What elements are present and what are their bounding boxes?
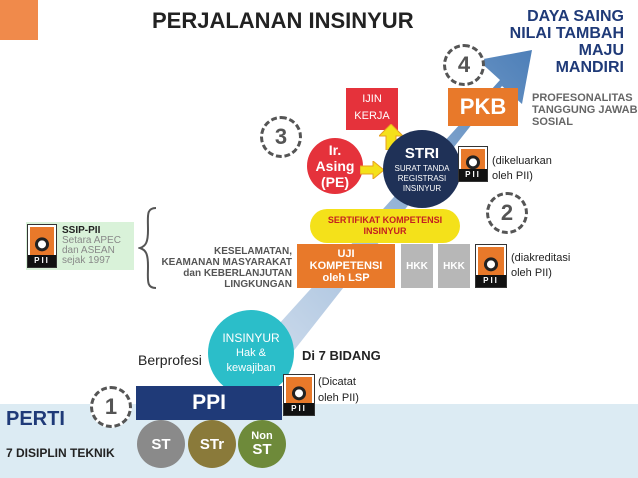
certificate-banner: SERTIFIKAT KOMPETENSI INSINYUR	[310, 209, 460, 243]
engineer-line: Hak &	[236, 346, 266, 359]
competency-test-box: UJI KOMPETENSI oleh LSP	[297, 244, 395, 288]
engineer-line: kewajiban	[226, 361, 276, 374]
value-line: TANGGUNG JAWAB	[532, 104, 638, 116]
step-4-marker: 4	[443, 44, 485, 86]
work-permit-line: IJIN	[362, 93, 382, 105]
accredited-note-line: (diakreditasi	[511, 252, 571, 264]
foreign-engineer-line: Asing	[315, 158, 355, 174]
seven-fields-label: Di 7 BIDANG	[302, 348, 381, 363]
pii-logo-text: PII	[28, 255, 56, 267]
noted-note-line: oleh PII)	[318, 392, 359, 404]
competency-test-line: KOMPETENSI	[309, 260, 383, 272]
goal-line: DAYA SAING	[527, 8, 624, 25]
perti-label: PERTI	[6, 408, 65, 430]
noted-note-line: (Dicatat	[318, 376, 356, 388]
disciplines-label: 7 DISIPLIN TEKNIK	[6, 446, 115, 460]
goal-line: NILAI TAMBAH	[509, 25, 624, 42]
competency-test-line: UJI	[337, 248, 355, 260]
issued-note: (dikeluarkan oleh PII)	[492, 154, 552, 184]
competency-test-line: oleh LSP	[322, 272, 370, 284]
ssip-line: dan ASEAN	[62, 245, 115, 256]
ppi-bar: PPI	[136, 386, 282, 420]
pii-logo-text: PII	[284, 403, 314, 415]
accredited-note: (diakreditasi oleh PII)	[511, 251, 570, 281]
pii-logo-text: PII	[476, 275, 506, 287]
certificate-line: INSINYUR	[363, 226, 407, 236]
issued-note-line: oleh PII)	[492, 170, 533, 182]
page-title: PERJALANAN INSINYUR	[152, 8, 414, 33]
right-arrow-icon	[360, 161, 384, 179]
engineer-circle: INSINYUR Hak & kewajiban	[208, 310, 294, 396]
pkb-box: PKB	[448, 88, 518, 126]
noted-note: (Dicatat oleh PII)	[318, 374, 359, 406]
issued-note-line: (dikeluarkan	[492, 155, 552, 167]
pii-logo: PII	[27, 224, 57, 268]
stri-sub-line: INSINYUR	[402, 183, 442, 193]
stri-sub-line: REGISTRASI	[397, 173, 447, 183]
stri-circle: STRI SURAT TANDA REGISTRASI INSINYUR	[383, 130, 461, 208]
profession-label: Berprofesi	[138, 352, 202, 368]
pii-logo: PII	[475, 244, 507, 288]
foreign-engineer-line: Ir.	[328, 142, 342, 158]
stri-sub-line: SURAT TANDA	[394, 163, 450, 173]
work-permit-line: KERJA	[354, 110, 390, 122]
degree-nonst-line: ST	[252, 441, 272, 458]
safety-text: KESELAMATAN, KEAMANAN MASYARAKAT dan KEB…	[161, 246, 292, 290]
value-line: SOSIAL	[532, 116, 573, 128]
pii-logo-text: PII	[459, 169, 487, 181]
safety-line: KEAMANAN MASYARAKAT	[161, 257, 292, 268]
safety-line: LINGKUNGAN	[224, 279, 292, 290]
hkk-box-2: HKK	[438, 244, 470, 288]
work-permit-box: IJIN KERJA	[346, 88, 398, 130]
certificate-line: SERTIFIKAT KOMPETENSI	[327, 215, 443, 225]
ssip-line: sejak 1997	[62, 255, 111, 266]
degree-nonst-circle: Non ST	[238, 420, 286, 468]
values-text: PROFESONALITAS TANGGUNG JAWAB SOSIAL	[532, 92, 638, 128]
degree-str-circle: STr	[188, 420, 236, 468]
engineer-title: INSINYUR	[222, 330, 280, 345]
value-line: PROFESONALITAS	[532, 92, 633, 104]
ssip-title: SSIP-PII	[62, 225, 101, 236]
pii-logo: PII	[458, 146, 488, 182]
degree-nonst-line: Non	[251, 430, 273, 442]
goal-line: MAJU	[578, 42, 624, 59]
step-2-marker: 2	[486, 192, 528, 234]
corner-decoration	[0, 0, 38, 40]
step-1-marker: 1	[90, 386, 132, 428]
goals-text: DAYA SAING NILAI TAMBAH MAJU MANDIRI	[510, 8, 624, 76]
step-3-marker: 3	[260, 116, 302, 158]
degree-st-circle: ST	[137, 420, 185, 468]
foreign-engineer-line: (PE)	[321, 174, 349, 190]
pii-logo: PII	[283, 374, 315, 416]
safety-line: KESELAMATAN,	[214, 246, 292, 257]
hkk-box-1: HKK	[401, 244, 433, 288]
goal-line: MANDIRI	[555, 59, 624, 76]
brace-icon	[138, 207, 157, 289]
ssip-text: SSIP-PII Setara APEC dan ASEAN sejak 199…	[62, 226, 121, 266]
foreign-engineer-circle: Ir. Asing (PE)	[307, 138, 363, 194]
accredited-note-line: oleh PII)	[511, 267, 552, 279]
safety-line: dan KEBERLANJUTAN	[183, 268, 292, 279]
stri-title: STRI	[404, 144, 440, 162]
ssip-line: Setara APEC	[62, 235, 121, 246]
